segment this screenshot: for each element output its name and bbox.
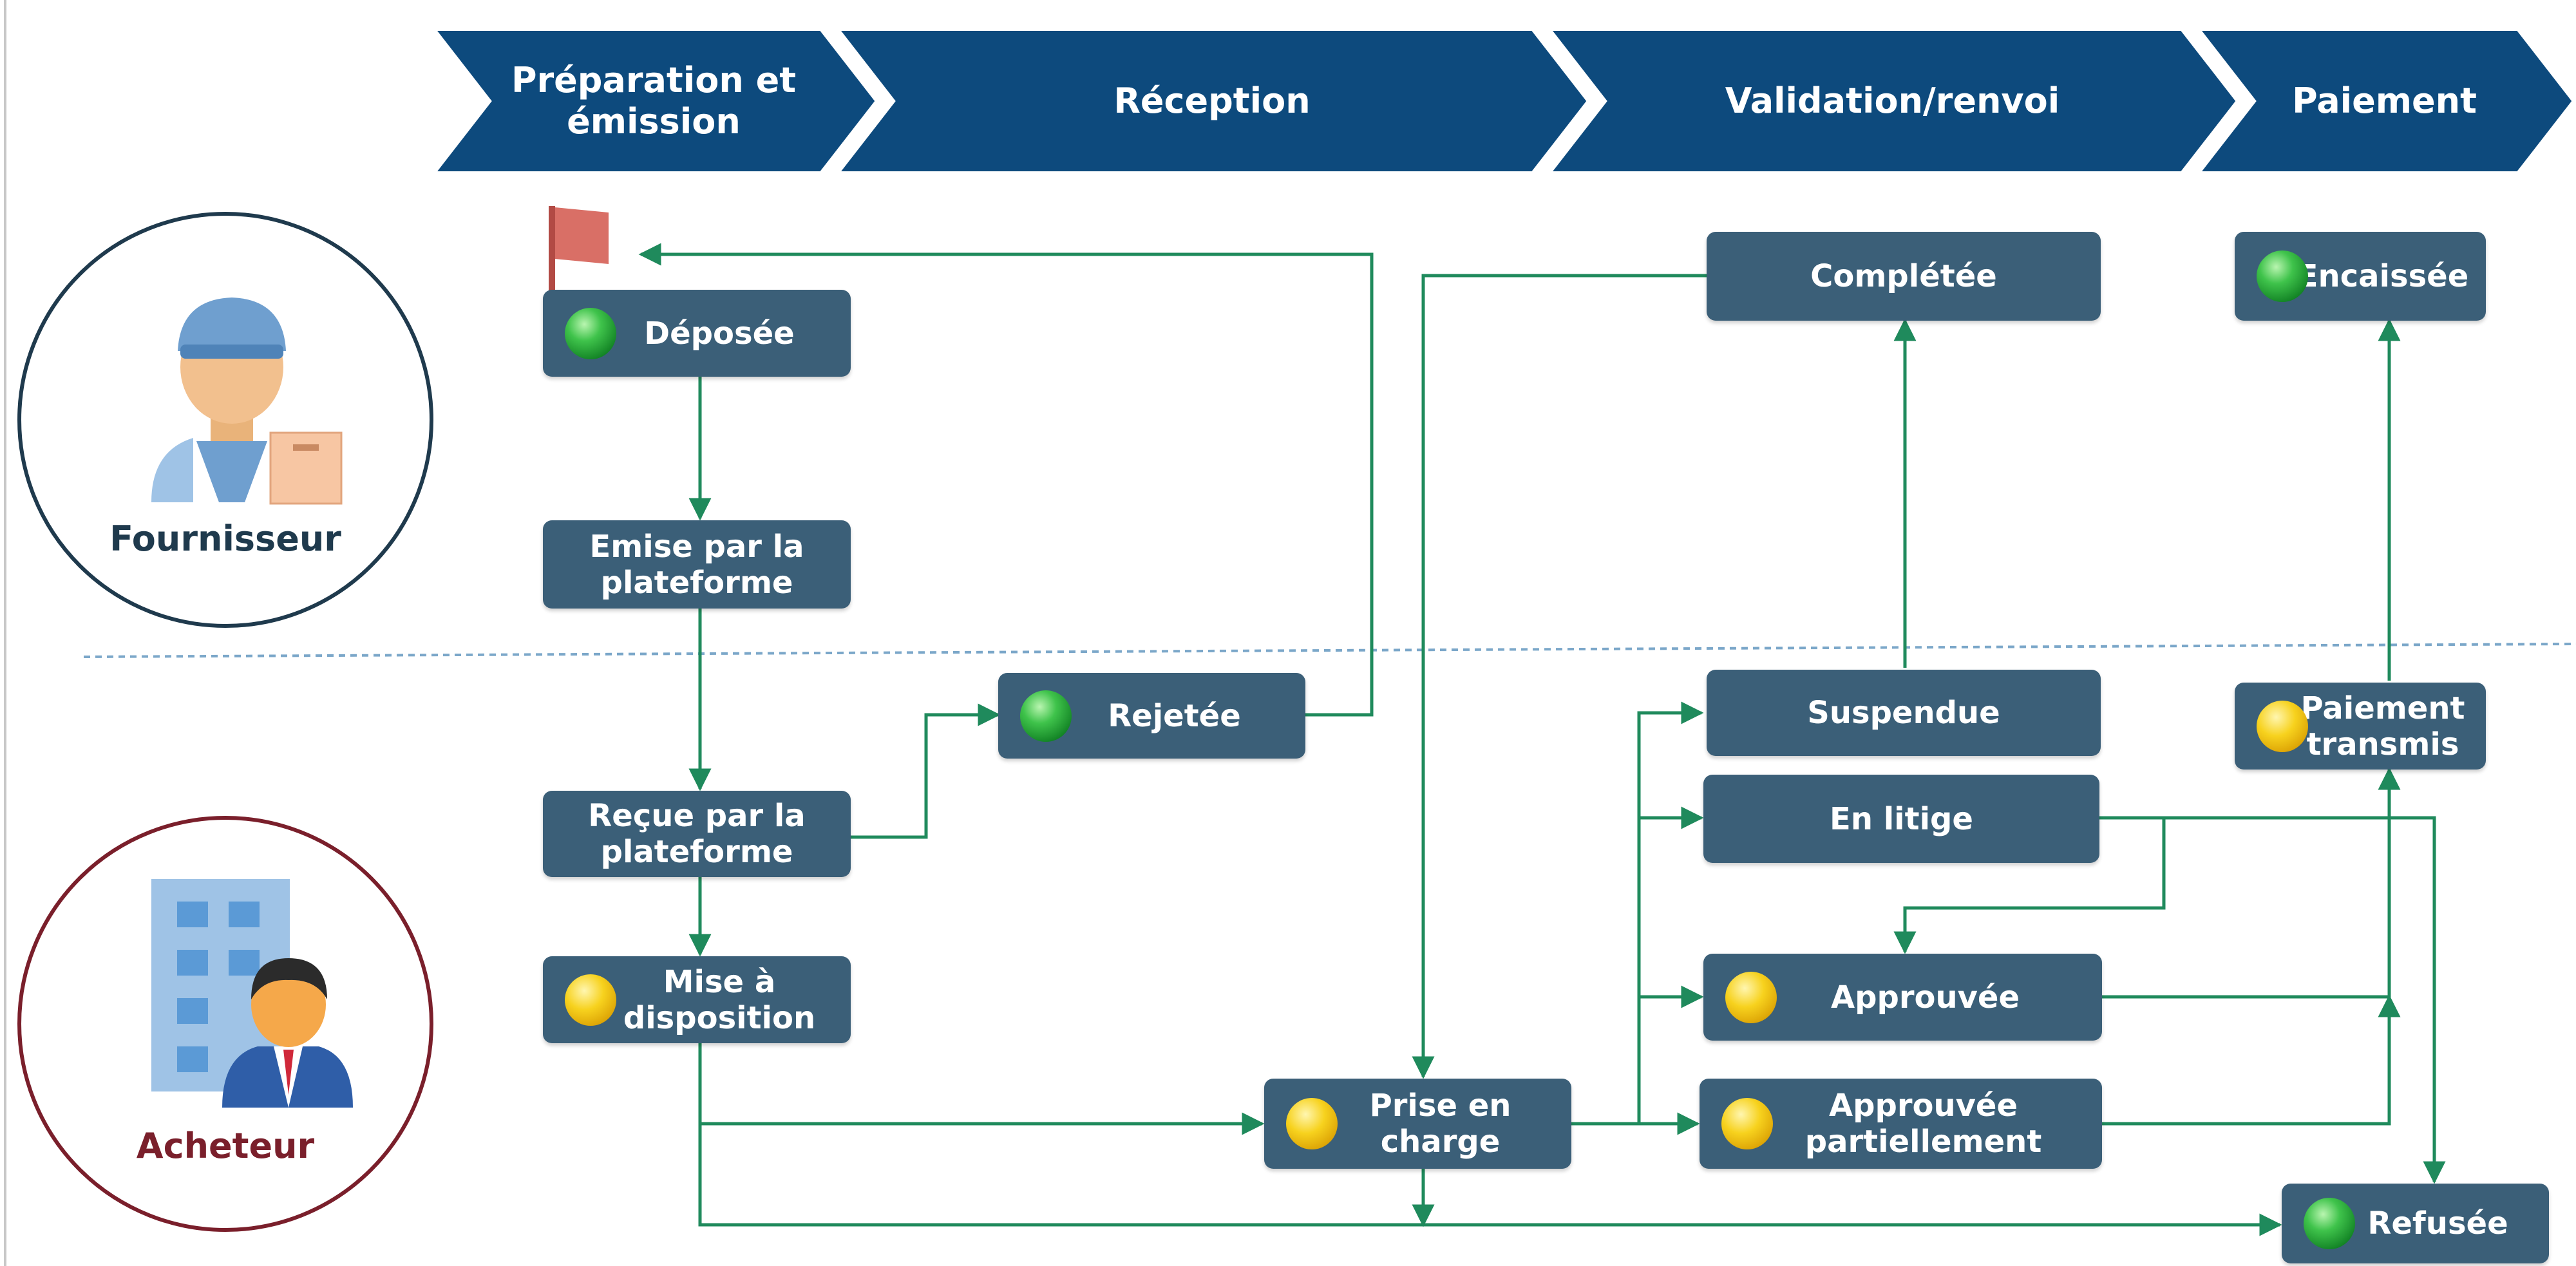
connector-partielle-transmis <box>2102 994 2401 1126</box>
connector-prise-suspendue <box>1571 701 1704 1126</box>
status-suspendue: Suspendue <box>1707 670 2101 756</box>
yellow-status-icon <box>2257 700 2308 752</box>
status-approuvee-partiellement-label: Approuvée partiellement <box>1804 1088 2042 1160</box>
status-mise-a-disposition-label: Mise à disposition <box>623 963 816 1036</box>
connector-litige-refusee <box>2099 816 2446 1184</box>
status-suspendue-label: Suspendue <box>1807 695 2000 731</box>
connector-completee-prise <box>1412 274 1707 1079</box>
status-refusee-label: Refusée <box>2367 1205 2508 1242</box>
status-rejetee: Rejetée <box>998 673 1305 759</box>
status-deposee: Déposée <box>543 290 851 377</box>
stage-preparation: Préparation et émission <box>511 60 797 142</box>
status-approuvee-partiellement: Approuvée partiellement <box>1700 1079 2102 1169</box>
green-status-icon <box>2304 1198 2355 1249</box>
green-status-icon <box>1020 690 1072 742</box>
status-rejetee-label: Rejetée <box>1108 697 1241 734</box>
status-refusee: Refusée <box>2282 1184 2549 1263</box>
businessman-icon <box>222 958 353 1108</box>
status-mise-a-disposition: Mise à disposition <box>543 956 851 1043</box>
stage-chevron-preparation <box>429 27 880 175</box>
status-recue: Reçue par la plateforme <box>543 791 851 877</box>
status-prise-en-charge: Prise en charge <box>1264 1079 1571 1169</box>
green-status-icon <box>2257 250 2308 302</box>
actor-acheteur-label: Acheteur <box>136 1126 315 1166</box>
actor-fournisseur-label: Fournisseur <box>109 518 341 559</box>
stage-chevron-reception <box>833 27 1591 175</box>
status-approuvee-label: Approuvée <box>1830 979 2020 1016</box>
yellow-status-icon <box>1721 1098 1773 1149</box>
stage-paiement: Paiement <box>2292 80 2477 121</box>
status-recue-label: Reçue par la plateforme <box>588 798 806 870</box>
status-emise-label: Emise par la plateforme <box>589 528 804 601</box>
stage-chevron-validation <box>1544 27 2240 175</box>
stage-validation: Validation/renvoi <box>1725 80 2060 121</box>
connector-mise-refusee <box>698 1124 2282 1236</box>
stage-chevron-paiement <box>2193 27 2576 175</box>
status-en-litige: En litige <box>1703 775 2099 863</box>
yellow-status-icon <box>1286 1098 1338 1149</box>
yellow-status-icon <box>1725 971 1777 1023</box>
lane-divider <box>83 643 2576 658</box>
connector-rejetee-deposee <box>638 243 1374 717</box>
status-emise: Emise par la plateforme <box>543 520 851 609</box>
status-paiement-transmis: Paiement transmis <box>2235 683 2486 770</box>
status-encaissee-label: Encaissée <box>2297 258 2469 294</box>
connector-approuvee-transmis <box>2102 767 2401 999</box>
green-status-icon <box>565 307 616 359</box>
stage-reception: Réception <box>1113 80 1311 121</box>
status-completee: Complétée <box>1707 232 2101 321</box>
status-completee-label: Complétée <box>1810 258 1997 294</box>
delivery-person-icon <box>151 298 343 505</box>
status-paiement-transmis-label: Paiement transmis <box>2300 690 2465 762</box>
status-prise-en-charge-label: Prise en charge <box>1369 1088 1511 1160</box>
flag-icon <box>549 206 609 296</box>
status-approuvee: Approuvée <box>1703 954 2102 1041</box>
connector-mise-prise <box>698 1043 1265 1135</box>
connector-recue-rejetee <box>851 703 1001 839</box>
status-encaissee: Encaissée <box>2235 232 2486 321</box>
status-en-litige-label: En litige <box>1830 800 1973 837</box>
status-deposee-label: Déposée <box>644 315 795 352</box>
connectors <box>638 243 2446 1236</box>
yellow-status-icon <box>565 974 616 1026</box>
